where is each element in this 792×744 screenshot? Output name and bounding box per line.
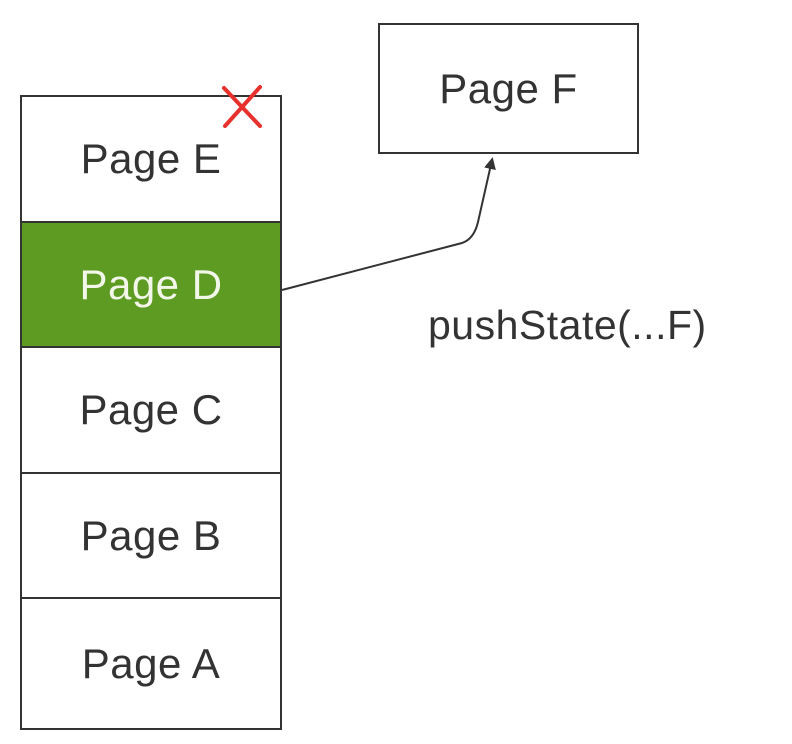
page-b-box: Page B (20, 474, 282, 599)
close-icon (222, 85, 262, 128)
page-a-label: Page A (81, 639, 221, 687)
page-e-box: Page E (20, 95, 282, 223)
page-d-box: Page D (20, 223, 282, 348)
history-stack: Page E Page D Page C Page B Page A (20, 95, 282, 730)
page-c-box: Page C (20, 348, 282, 474)
arrow-icon (281, 157, 496, 291)
page-c-label: Page C (79, 386, 223, 433)
page-a-box: Page A (20, 599, 282, 730)
page-f-box: Page F (378, 23, 639, 154)
push-state-label: pushState(...F) (428, 302, 707, 348)
page-e-label: Page E (80, 135, 222, 182)
page-d-label: Page D (79, 260, 223, 308)
page-f-label: Page F (439, 64, 578, 112)
page-b-label: Page B (80, 511, 222, 559)
